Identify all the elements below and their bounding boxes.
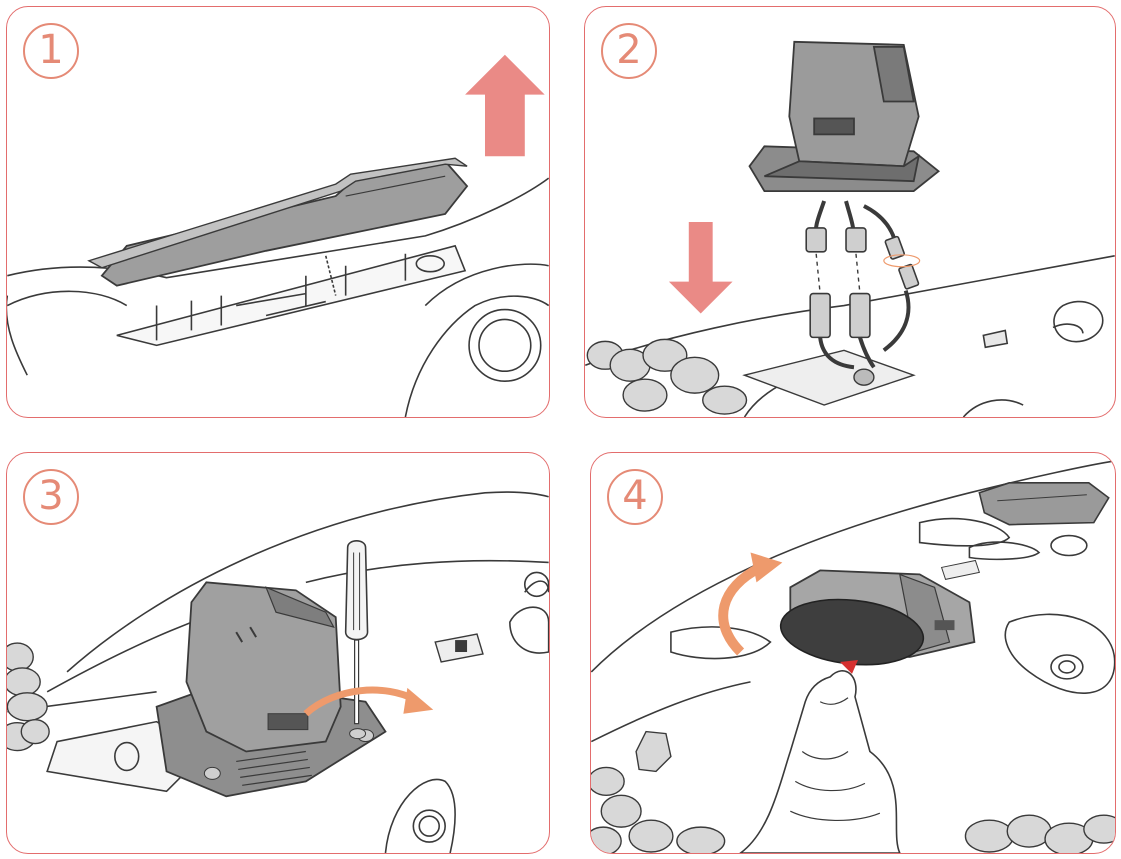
down-arrow-icon: [669, 222, 733, 314]
step-4-illustration: [591, 453, 1115, 853]
step-3-panel: 3: [6, 452, 550, 854]
step-4-badge: 4: [607, 469, 663, 525]
step-2-number: 2: [603, 25, 655, 75]
step-2-badge: 2: [601, 23, 657, 79]
rotate-arrow-icon: [723, 553, 782, 653]
step-2-panel: 2: [584, 6, 1116, 418]
step-2-illustration: [585, 7, 1115, 417]
step-1-illustration: [7, 7, 549, 417]
step-3-number: 3: [25, 471, 77, 521]
step-1-number: 1: [25, 25, 77, 75]
step-1-panel: 1: [6, 6, 550, 418]
up-arrow-icon: [465, 55, 545, 157]
step-4-number: 4: [609, 471, 661, 521]
step-3-badge: 3: [23, 469, 79, 525]
step-1-badge: 1: [23, 23, 79, 79]
step-3-illustration: [7, 453, 549, 853]
step-4-panel: 4: [590, 452, 1116, 854]
